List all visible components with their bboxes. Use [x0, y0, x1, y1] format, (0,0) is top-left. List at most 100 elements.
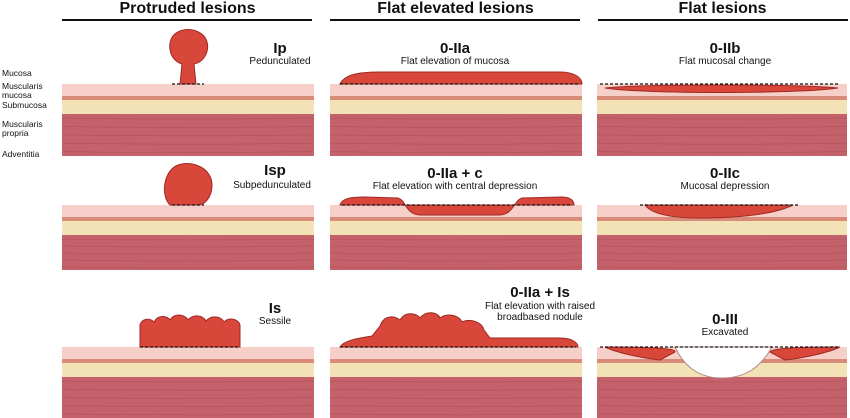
tissue-panel-r1-c2-fibre [596, 259, 848, 262]
desc-0-iia-c: Flat elevation with central depression [372, 181, 538, 192]
tissue-panel-r0-c0-muscularis-mucosa [62, 96, 314, 100]
label-muscularis-mucosa: Muscularis mucosa [2, 81, 43, 100]
lesion-ip [169, 29, 209, 85]
tissue-panel-r0-c0-fibre [61, 117, 315, 120]
tissue-panel-r2-c2-fibre [596, 388, 848, 391]
lesion-0-iib [604, 84, 839, 93]
tissue-panel-r2-c1-mucosa [330, 347, 582, 359]
tissue-panel-r0-c2-submucosa [597, 100, 847, 114]
tissue-panel-r2-c1-fibre [329, 388, 583, 391]
tissue-panel-r1-c1-fibre [329, 266, 583, 269]
tissue-panel-r0-c0-fibre [61, 151, 315, 153]
code-is: Is [268, 300, 282, 317]
tissue-panel-r2-c2-fibre [596, 380, 848, 383]
tissue-panel-r0-c1-muscularis-propria [330, 114, 582, 156]
tissue-panel-r2-c0-muscularis-mucosa [62, 359, 314, 363]
tissue-panel-r1-c1-fibre [329, 259, 583, 262]
lesion-0-iic [644, 204, 794, 219]
tissue-panel-r2-c0-muscularis-propria [62, 377, 314, 418]
code-0-iib: 0-IIb [709, 40, 741, 57]
code-ip: Ip [273, 40, 287, 57]
tissue-panel-r2-c2-fibre [596, 405, 848, 407]
header-flat-elevated: Flat elevated lesions [377, 0, 534, 17]
label-adventitia: Adventitia [2, 149, 40, 159]
tissue-panel-r0-c2-fibre [596, 126, 848, 128]
tissue-panel-r1-c0-fibre [61, 245, 315, 248]
desc-0-iia-is: Flat elevation with raised broadbased no… [484, 301, 596, 323]
tissue-panel-r1-c2-fibre [596, 245, 848, 248]
tissue-panel-r0-c1-fibre [329, 117, 583, 120]
code-isp: Isp [264, 162, 286, 179]
code-0-iia-is: 0-IIa + Is [510, 284, 570, 301]
desc-is: Sessile [258, 316, 292, 327]
header-flat: Flat lesions [678, 0, 767, 17]
lesion-0-iii-right-rim [769, 346, 841, 361]
tissue-panel-r1-c2-fibre [596, 238, 848, 241]
tissue-panel-r1-c0-mucosa [62, 205, 314, 217]
desc-0-iii: Excavated [701, 327, 749, 338]
tissue-panel-r1-c0-fibre [61, 252, 315, 255]
lesion-0-iia-c [339, 196, 575, 216]
tissue-panel-r2-c2-fibre [596, 413, 848, 416]
desc-0-iib: Flat mucosal change [678, 56, 772, 67]
tissue-panel-r2-c0-submucosa [62, 363, 314, 377]
tissue-panel-r1-c2-muscularis-propria [597, 235, 847, 270]
tissue-panel-r1-c1-fibre [329, 252, 583, 255]
tissue-panel-r0-c0-submucosa [62, 100, 314, 114]
tissue-panel-r0-c2-fibre [596, 142, 848, 145]
tissue-panel-r0-c0-fibre [61, 134, 315, 137]
code-0-iia-c: 0-IIa + c [427, 165, 483, 182]
tissue-panel-r2-c1-muscularis-propria [330, 377, 582, 418]
lesion-0-iia [339, 71, 583, 85]
tissue-panel-r0-c1-muscularis-mucosa [330, 96, 582, 100]
desc-ip: Pedunculated [249, 56, 311, 67]
header-protruded-rule [62, 19, 312, 21]
tissue-panel-r2-c2-fibre [596, 397, 848, 399]
header-flat-elevated-rule [330, 19, 580, 21]
label-mucosa: Mucosa [2, 68, 32, 78]
tissue-panel-r0-c1-fibre [329, 151, 583, 153]
code-0-iia: 0-IIa [439, 40, 470, 57]
tissue-panel-r2-c0-fibre [61, 413, 315, 416]
tissue-panel-r2-c0-mucosa [62, 347, 314, 359]
lesion-0-iii-left-rim [604, 346, 676, 361]
tissue-panel-r0-c2-muscularis-propria [597, 114, 847, 156]
lesion-is [139, 314, 241, 348]
tissue-panel-r2-c1-submucosa [330, 363, 582, 377]
tissue-panel-r2-c1-fibre [329, 413, 583, 416]
tissue-panel-r1-c0-submucosa [62, 221, 314, 235]
tissue-panel-r0-c0-fibre [61, 142, 315, 145]
tissue-panel-r1-c1-fibre [329, 245, 583, 248]
tissue-panel-r0-c1-mucosa [330, 84, 582, 96]
tissue-panel-r0-c1-fibre [329, 142, 583, 145]
header-flat-rule [598, 19, 848, 21]
tissue-panel-r1-c1-muscularis-propria [330, 235, 582, 270]
tissue-panel-r1-c0-muscularis-propria [62, 235, 314, 270]
tissue-panel-r1-c2-submucosa [597, 221, 847, 235]
tissue-panel-r0-c2-fibre [596, 151, 848, 153]
header-protruded: Protruded lesions [119, 0, 256, 17]
tissue-panel-r0-c2-muscularis-mucosa [597, 96, 847, 100]
label-submucosa: Submucosa [2, 100, 47, 110]
lesion-isp [163, 163, 213, 206]
ulcer-crater-0-iii [674, 346, 773, 379]
tissue-panel-r1-c2-muscularis-mucosa [597, 217, 847, 221]
tissue-panel-r2-c0-fibre [61, 405, 315, 407]
tissue-panel-r1-c1-fibre [329, 238, 583, 241]
tissue-panel-r2-c0-fibre [61, 397, 315, 399]
tissue-panel-r0-c1-fibre [329, 126, 583, 128]
desc-isp: Subpedunculated [233, 180, 311, 191]
tissue-panel-r1-c0-fibre [61, 259, 315, 262]
desc-0-iia: Flat elevation of mucosa [400, 56, 510, 67]
tissue-panel-r0-c1-fibre [329, 134, 583, 137]
tissue-panel-r1-c0-fibre [61, 238, 315, 241]
tissue-panel-r0-c2-fibre [596, 134, 848, 137]
tissue-panel-r0-c1-submucosa [330, 100, 582, 114]
tissue-panel-r1-c2-fibre [596, 252, 848, 255]
tissue-panel-r2-c2-muscularis-propria [597, 377, 847, 418]
tissue-panel-r2-c1-fibre [329, 405, 583, 407]
tissue-panel-r2-c0-fibre [61, 388, 315, 391]
tissue-panel-r2-c1-fibre [329, 380, 583, 383]
tissue-panel-r1-c0-muscularis-mucosa [62, 217, 314, 221]
tissue-panel-r1-c2-fibre [596, 266, 848, 269]
